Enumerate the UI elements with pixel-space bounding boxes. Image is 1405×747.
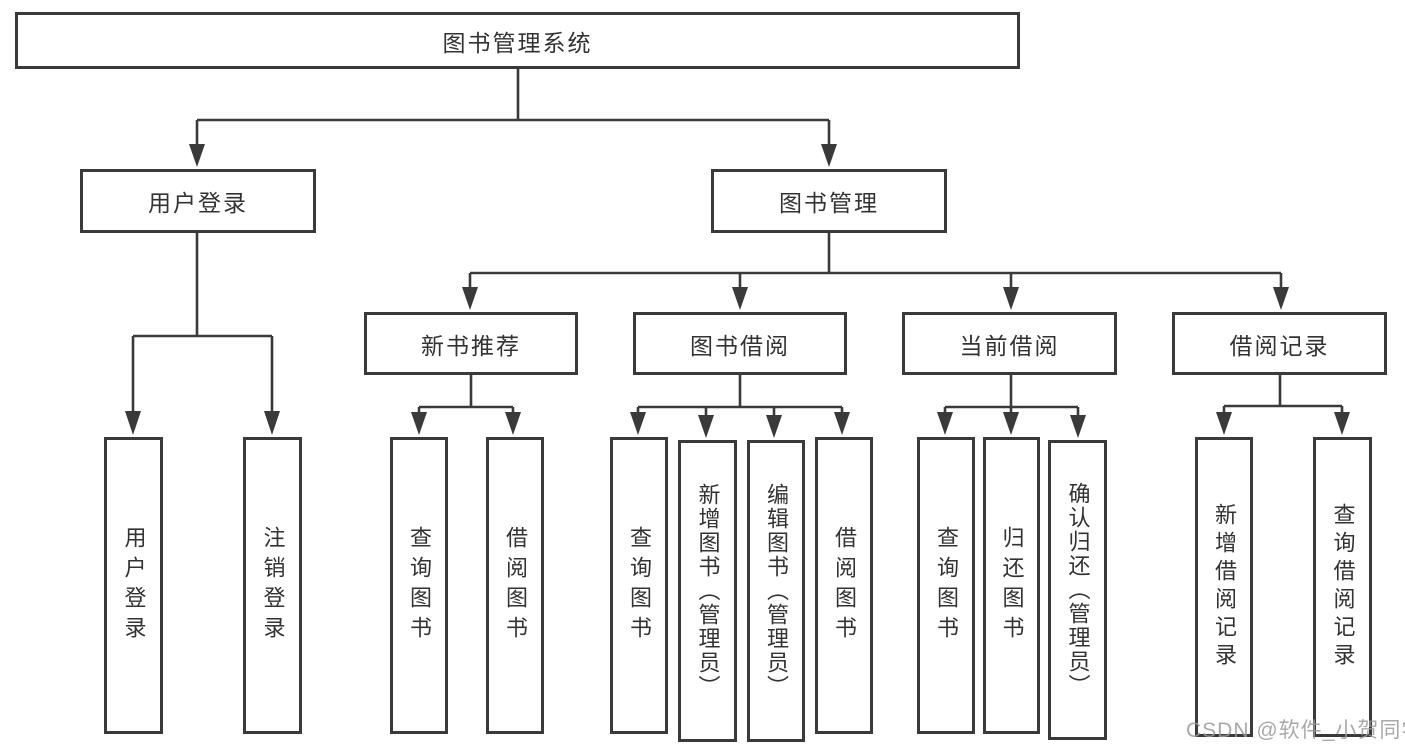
node-leaf-record-add: 新增借阅记录: [1195, 437, 1253, 737]
node-current-borrow: 当前借阅: [902, 312, 1117, 375]
node-leaf-borrow-book: 借阅图书: [815, 437, 873, 734]
node-leaf-current-query: 查询图书: [917, 437, 975, 734]
node-user-login-branch: 用户登录: [80, 169, 316, 233]
node-leaf-current-return: 归还图书: [983, 437, 1040, 734]
node-root: 图书管理系统: [15, 12, 1020, 69]
csdn-watermark: CSDN @软件_小贺同学: [1186, 719, 1405, 742]
node-leaf-borrow-edit-admin: 编辑图书（管理员）: [747, 440, 805, 742]
node-leaf-logout: 注销登录: [243, 437, 302, 734]
node-leaf-newbook-borrow: 借阅图书: [486, 437, 544, 734]
node-leaf-borrow-query: 查询图书: [610, 437, 668, 734]
arrowheads: [125, 144, 1350, 438]
node-borrow-records: 借阅记录: [1172, 312, 1387, 375]
node-new-book-recommend: 新书推荐: [364, 312, 578, 375]
node-leaf-confirm-return-admin: 确认归还（管理员）: [1048, 440, 1107, 740]
node-leaf-user-login: 用户登录: [104, 437, 163, 734]
node-leaf-record-query: 查询借阅记录: [1313, 437, 1372, 737]
node-book-management-branch: 图书管理: [711, 169, 947, 233]
node-book-borrow: 图书借阅: [633, 312, 847, 375]
node-leaf-newbook-query: 查询图书: [390, 437, 448, 734]
node-leaf-borrow-add-admin: 新增图书（管理员）: [678, 440, 737, 742]
